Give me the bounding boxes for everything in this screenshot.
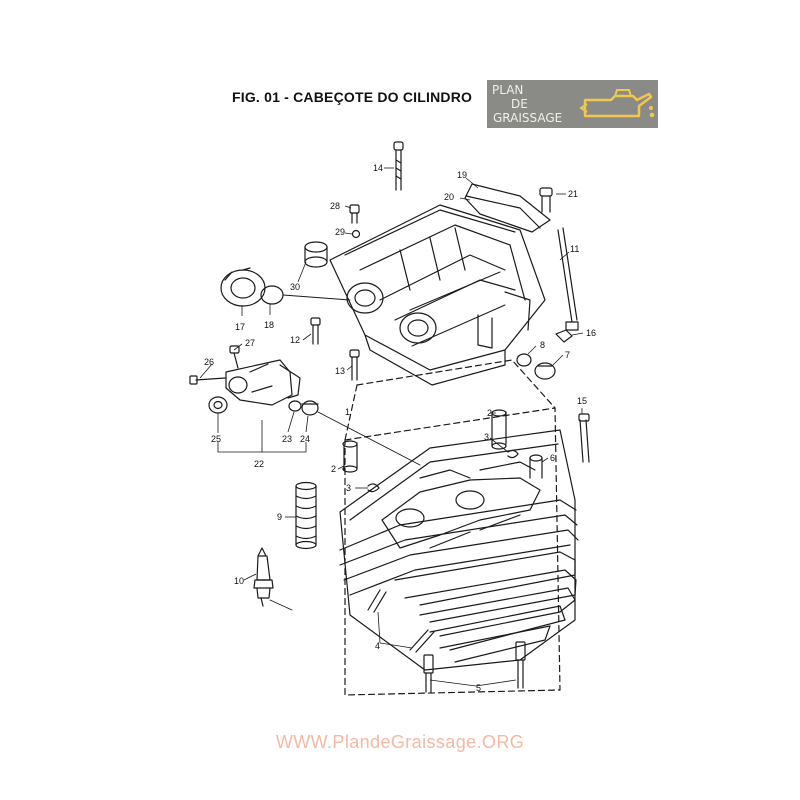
callout-13: 13 — [335, 366, 345, 376]
callout-7: 7 — [565, 350, 570, 360]
cap-part-24 — [301, 400, 319, 416]
o-ring-part-20 — [465, 195, 541, 229]
tensioner-assembly-part-22 — [225, 359, 301, 406]
clip-part-3-upper — [507, 449, 519, 459]
washer-part-29 — [351, 229, 361, 239]
callout-18: 18 — [264, 320, 274, 330]
sleeve-part-30 — [304, 241, 328, 268]
callout-3-lower: 3 — [346, 483, 351, 493]
lower-assembly-outline — [344, 407, 561, 696]
stud-part-15 — [578, 413, 590, 463]
cover-bearing-boss-right — [399, 312, 437, 344]
plan-de-graissage-logo: PLAN DE GRAISSAGE — [487, 80, 658, 128]
plug-part-7 — [534, 362, 556, 380]
o-ring-part-23 — [288, 400, 302, 412]
callout-1: 1 — [345, 407, 350, 417]
nut-part-16 — [555, 329, 573, 343]
leader-lines — [199, 167, 584, 687]
callout-8: 8 — [540, 340, 545, 350]
long-bolt-part-14 — [393, 141, 404, 191]
plug-part-6 — [529, 454, 543, 479]
callout-10: 10 — [234, 576, 244, 586]
figure-title: FIG. 01 - CABEÇOTE DO CILINDRO — [232, 89, 473, 105]
callout-21: 21 — [568, 189, 578, 199]
callout-17: 17 — [235, 322, 245, 332]
callout-5: 5 — [476, 683, 481, 693]
callout-4: 4 — [375, 641, 380, 651]
logo-line-3: GRAISSAGE — [493, 111, 563, 125]
callout-12: 12 — [290, 335, 300, 345]
clip-part-3-lower — [367, 483, 380, 493]
valve-guide-part-2-lower — [342, 440, 358, 473]
callout-19: 19 — [457, 170, 467, 180]
stud-part-5-right — [515, 641, 526, 689]
cylinder-head-cover — [329, 204, 546, 386]
bolt-part-13 — [349, 349, 360, 381]
washer-part-25 — [208, 396, 228, 414]
bolt-part-21 — [539, 187, 553, 213]
callout-15: 15 — [577, 396, 587, 406]
stud-part-11 — [557, 227, 579, 331]
stud-part-4-left — [367, 589, 387, 613]
callout-24: 24 — [300, 434, 310, 444]
callout-16: 16 — [586, 328, 596, 338]
oil-can-icon — [579, 89, 655, 118]
callout-30: 30 — [290, 282, 300, 292]
callout-3-upper: 3 — [484, 432, 489, 442]
logo-line-1: PLAN — [492, 83, 524, 97]
rocker-arm-area — [381, 461, 541, 549]
watermark-url: WWW.PlandeGraissage.ORG — [275, 732, 525, 752]
callout-6: 6 — [550, 453, 555, 463]
o-ring-part-8 — [516, 353, 532, 367]
o-ring-part-18 — [260, 285, 284, 305]
callout-26: 26 — [204, 357, 214, 367]
bolt-part-12 — [310, 317, 321, 345]
callout-22: 22 — [254, 459, 264, 469]
callout-25: 25 — [211, 434, 221, 444]
callout-28: 28 — [330, 201, 340, 211]
bolt-part-27 — [229, 345, 240, 369]
callout-29: 29 — [335, 227, 345, 237]
spark-plug-part-10 — [253, 547, 274, 607]
callout-11: 11 — [570, 244, 579, 254]
bolt-part-28 — [349, 204, 360, 224]
spring-part-9 — [295, 481, 317, 550]
callout-labels: 14 19 20 21 11 28 29 30 17 18 12 13 16 8… — [204, 163, 596, 693]
stud-part-5-left — [423, 654, 434, 693]
callout-2-upper: 2 — [487, 408, 492, 418]
cover-bearing-boss-left — [346, 282, 384, 314]
callout-20: 20 — [444, 192, 454, 202]
callout-9: 9 — [277, 512, 282, 522]
callout-27: 27 — [245, 338, 255, 348]
screw-part-26 — [189, 375, 226, 385]
gasket-part-19 — [464, 183, 551, 233]
upper-assembly-outline — [356, 359, 556, 409]
logo-line-2: DE — [511, 97, 528, 111]
callout-23: 23 — [282, 434, 292, 444]
callout-2-lower: 2 — [331, 464, 336, 474]
stud-part-4-right — [409, 629, 435, 653]
callout-14: 14 — [373, 163, 383, 173]
cap-part-17 — [220, 267, 266, 307]
